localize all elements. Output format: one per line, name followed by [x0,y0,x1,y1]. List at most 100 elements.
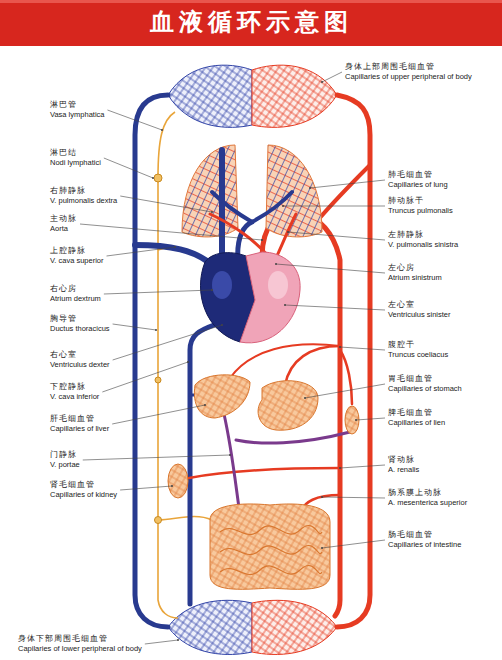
chinese-label: 胸导管 [50,314,77,324]
systemic-arteries [318,165,370,220]
latin-label: Truncus pulmonalis [388,206,453,216]
leader-line [107,110,162,130]
leader-dot [339,467,341,469]
leader-dot [174,246,176,248]
heart [212,271,232,299]
latin-label: Atrium sinistrum [388,273,442,283]
pulmonary-vessels [276,214,296,258]
leader-line [113,325,222,360]
leader-line [288,232,385,240]
lungs [182,145,322,237]
lymph-nodes [154,174,162,182]
systemic-arteries [189,468,340,478]
latin-label: Ductus thoracicus [50,324,110,334]
chinese-label: 左心房 [388,263,415,273]
leader-line [113,324,156,330]
chinese-label: 脾毛细血管 [388,408,433,418]
chinese-label: 上腔静脉 [50,246,86,256]
leader-dot [177,639,179,641]
chinese-label: 肾动脉 [388,455,415,465]
leader-dot [161,129,163,131]
chinese-label: 淋巴结 [50,148,77,158]
leader-dot [221,324,223,326]
latin-label: V. pulmonalis dextra [50,196,117,206]
leader-dot [284,304,286,306]
title-bar [0,0,502,3]
leader-dot [321,496,323,498]
abdominal-organs [210,504,330,589]
latin-label: Vasa lymphatica [50,110,104,120]
abdominal-organs [220,526,322,535]
heart [240,252,300,343]
chinese-label: 主动脉 [50,214,77,224]
leader-line [104,158,153,178]
leader-line [104,290,212,294]
chinese-label: 肺动脉干 [388,196,424,206]
chinese-label: 肾毛细血管 [50,480,95,490]
lymph-nodes [155,517,162,524]
abdominal-organs [168,464,188,498]
chinese-label: 胃毛细血管 [388,374,433,384]
leader-line [83,455,230,460]
leader-line [102,362,188,392]
abdominal-organs [258,381,318,431]
latin-label: Atrium dextrum [50,294,101,304]
upper-capillary-net [168,65,337,127]
leader-line [112,405,205,424]
heart [268,271,288,299]
latin-label: V. portae [50,460,80,470]
latin-label: Capilaries of lower peripheral of body [18,644,142,654]
leader-dot [155,329,157,331]
chinese-label: 右肺静脉 [50,186,86,196]
chinese-label: 下腔静脉 [50,382,86,392]
title-bar [0,0,502,46]
lymph-vessels [158,112,178,618]
lower-capillary-net [168,600,252,654]
latin-label: Capillaries of kidney [50,490,117,500]
abdominal-organs [220,566,322,575]
leader-dot [304,397,306,399]
leader-dot [355,419,357,421]
lungs [266,145,322,237]
heart [200,252,300,343]
pulmonary-vessels [210,150,296,262]
leader-dot [309,187,311,189]
leader-line [283,206,385,207]
lymph-vessels [158,516,212,520]
latin-label: V. pulmonalis sinistra [388,240,458,250]
systemic-arteries [340,350,352,404]
latin-label: Ventriculus sinister [388,310,451,320]
lymph-nodes [155,377,161,383]
leader-line [356,418,385,420]
chinese-label: 腹腔干 [388,340,415,350]
systemic-veins [135,95,168,627]
leader-line [310,180,385,188]
abdominal-organs [345,406,359,434]
chinese-label: 淋巴管 [50,100,77,110]
leader-line [107,247,175,256]
chinese-label: 右心房 [50,284,77,294]
leader-dot [171,485,173,487]
leader-dot [275,263,277,265]
latin-label: Aorta [50,224,68,234]
chinese-label: 肠系膜上动脉 [388,488,442,498]
pulmonary-vessels [252,192,292,222]
leader-dot [211,211,213,213]
latin-label: Capillaries of lung [388,180,448,190]
lymph-nodes [154,174,162,524]
systemic-arteries [230,344,340,378]
abdominal-organs [194,375,250,418]
chinese-label: 左肺静脉 [388,230,424,240]
abdominal-organs [220,546,322,555]
systemic-arteries [285,346,340,385]
chinese-label: 肝毛细血管 [50,414,95,424]
lower-capillary-net [168,600,337,654]
upper-capillary-net [252,65,337,127]
leader-line [120,196,212,212]
chinese-label: 肺毛细血管 [388,170,433,180]
leader-line [322,497,385,498]
leader-dot [187,361,189,363]
upper-capillary-net [168,65,252,127]
latin-label: A. mesenterica superior [388,498,467,508]
